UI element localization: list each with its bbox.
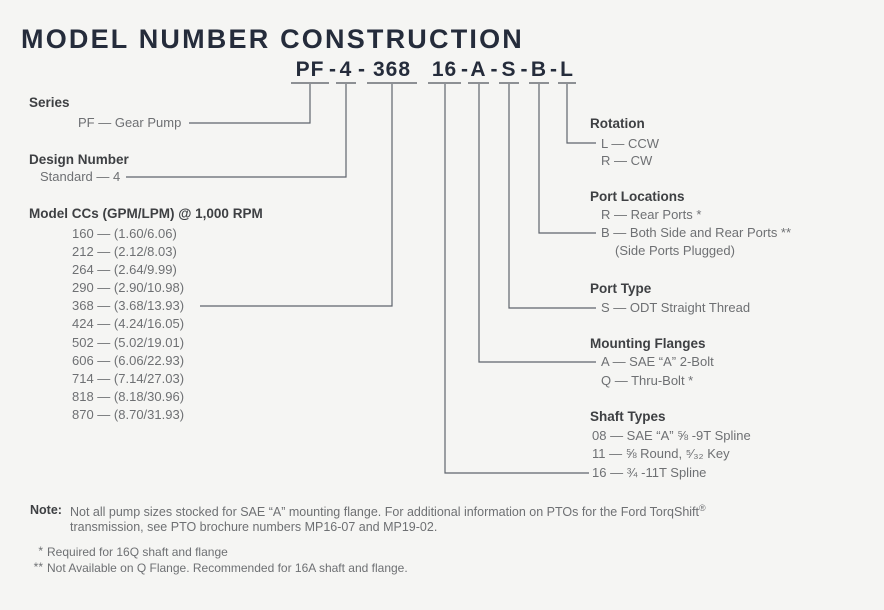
list-item: 264 — (2.64/9.99) <box>72 262 177 278</box>
model-separator: - <box>520 58 528 81</box>
model-separator: - <box>358 58 365 81</box>
list-item: 368 — (3.68/13.93) <box>72 298 185 314</box>
list-item: 502 — (5.02/19.01) <box>72 334 185 350</box>
footnote-text: Not Available on Q Flange. Recommended f… <box>47 561 408 575</box>
model-segment-flange: A <box>468 58 489 84</box>
list-item: R — Rear Ports * <box>601 207 702 222</box>
list-item: 212 — (2.12/8.03) <box>72 244 177 260</box>
list-item: PF — Gear Pump <box>78 115 182 130</box>
model-separator: - <box>329 58 336 81</box>
registered-trademark: ® <box>699 503 706 513</box>
list-item: B — Both Side and Rear Ports ** <box>601 225 792 241</box>
note-label: Note: <box>30 503 62 517</box>
note-line-1: Not all pump sizes stocked for SAE “A” m… <box>70 503 706 520</box>
section-heading: Shaft Types <box>590 409 666 424</box>
model-segment-series: PF <box>291 58 329 84</box>
list-item: 606 — (6.06/22.93) <box>72 352 185 368</box>
model-separator: - <box>550 58 557 81</box>
section-heading: Series <box>29 95 70 110</box>
list-item: A — SAE “A” 2-Bolt <box>601 354 714 369</box>
model-segment-portloc: B <box>529 58 549 84</box>
section-heading: Design Number <box>29 152 129 167</box>
list-item: 424 — (4.24/16.05) <box>72 316 185 332</box>
connector-flange <box>478 84 596 363</box>
list-item: 08 — SAE “A” ⅝ -9T Spline <box>592 428 751 443</box>
model-segment-design: 4 <box>336 58 356 84</box>
model-separator: - <box>461 58 468 81</box>
connector-portloc <box>538 84 596 234</box>
list-item: 818 — (8.18/30.96) <box>72 388 185 404</box>
list-item: 290 — (2.90/10.98) <box>72 280 185 296</box>
list-item: S — ODT Straight Thread <box>601 300 751 315</box>
footnote-text: Required for 16Q shaft and flange <box>47 545 228 559</box>
model-segment-rotation: L <box>558 58 576 84</box>
footnote-marker: * <box>38 544 43 558</box>
connector-porttype <box>508 84 596 309</box>
connector-shaft <box>444 84 589 474</box>
model-segment-shaft: 16 <box>428 58 461 84</box>
connector-cc <box>200 84 393 307</box>
list-item: 11 — ⅝ Round, ⁵⁄₃₂ Key <box>592 446 730 462</box>
section-heading: Port Type <box>590 281 652 296</box>
page-title: MODEL NUMBER CONSTRUCTION <box>21 24 524 54</box>
footnote-marker: ** <box>33 560 43 574</box>
list-item: L — CCW <box>601 135 660 151</box>
list-item: R — CW <box>601 153 653 168</box>
connector-rotation <box>566 84 596 144</box>
connector-series <box>189 84 311 124</box>
section-heading: Model CCs (GPM/LPM) @ 1,000 RPM <box>29 206 263 221</box>
section-heading: Port Locations <box>590 189 685 204</box>
list-item: 160 — (1.60/6.06) <box>72 226 177 241</box>
model-segment-cc: 368 <box>367 58 417 84</box>
list-item: 714 — (7.14/27.03) <box>72 370 185 386</box>
list-item: 870 — (8.70/31.93) <box>72 406 185 422</box>
list-item: Q — Thru-Bolt * <box>601 372 694 388</box>
section-heading: Mounting Flanges <box>590 336 706 351</box>
model-separator: - <box>490 58 498 81</box>
list-item: 16 — ¾ -11T Spline <box>592 464 707 480</box>
note-line-2: transmission, see PTO brochure numbers M… <box>70 520 438 534</box>
model-segment-porttype: S <box>499 58 519 84</box>
list-item: Standard — 4 <box>40 169 121 184</box>
list-item: (Side Ports Plugged) <box>615 243 735 259</box>
section-heading: Rotation <box>590 116 645 131</box>
